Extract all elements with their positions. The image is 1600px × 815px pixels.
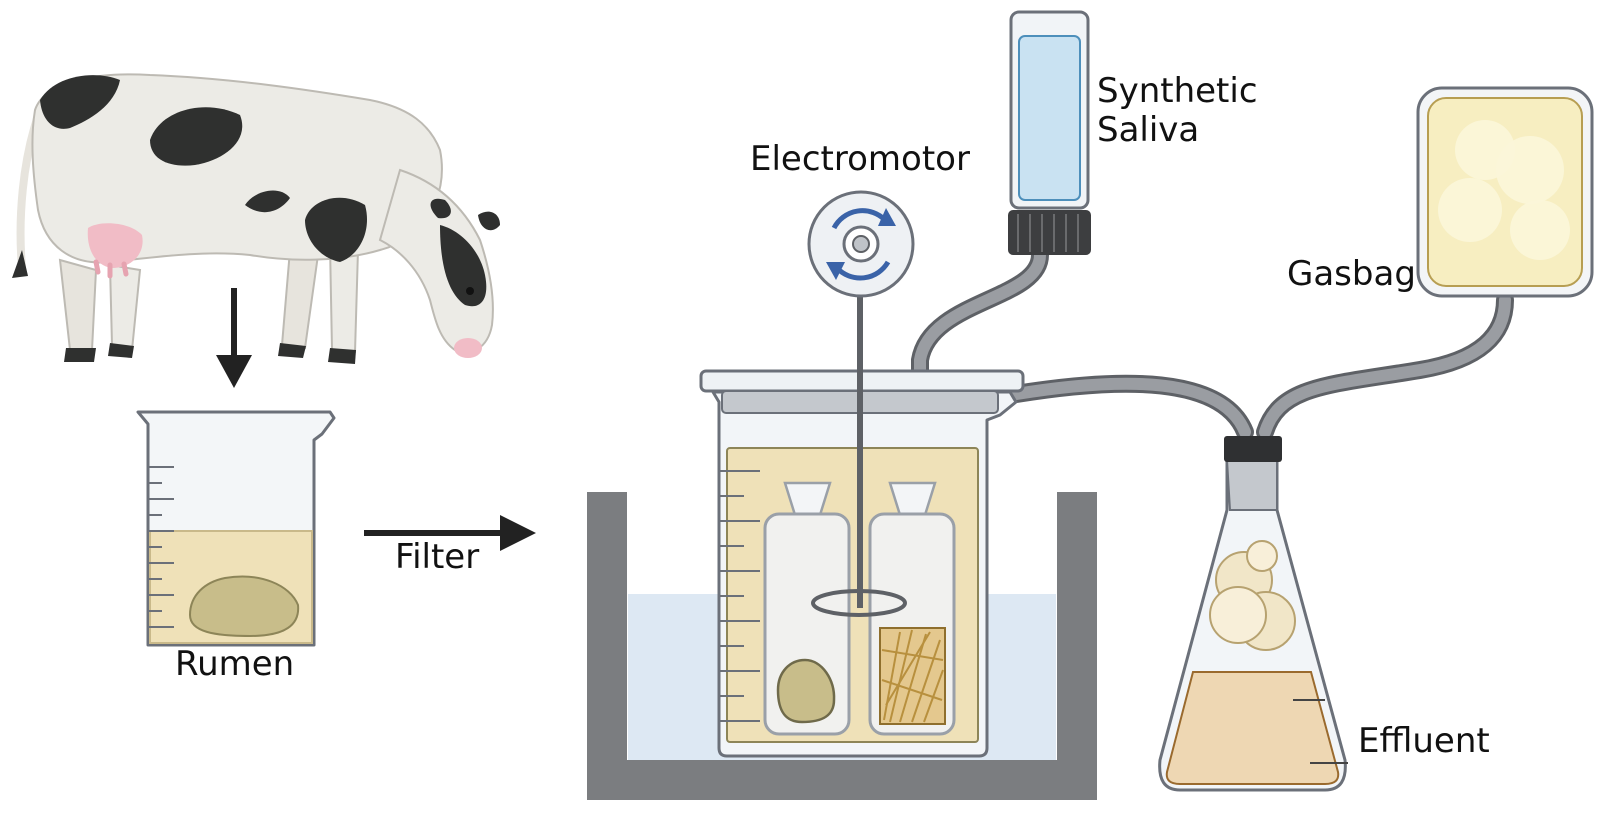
stirrer-ring [811,589,907,617]
tubing [911,246,1514,441]
reaction-vessel [699,290,1025,758]
rumen-solid [188,575,300,638]
electromotor-icon [807,190,915,298]
effluent-label: Effluent [1358,721,1490,761]
filter-label: Filter [395,537,480,577]
feed-bag-forage [868,481,956,736]
cow-illustration [12,73,500,364]
gasbag-label: Gasbag [1287,254,1416,294]
flask-stopper [1224,436,1282,462]
effluent-liquid [1165,671,1340,785]
synthetic-saliva-line2: Saliva [1097,110,1200,151]
bottle-cap [1008,210,1091,255]
synthetic-saliva-line1: Synthetic [1097,71,1258,111]
rumen-beaker [136,410,336,647]
feed-bag-concentrate [763,481,851,736]
down-arrow-icon [216,288,252,388]
electromotor-label: Electromotor [750,139,970,179]
saliva-bottle [1008,10,1091,255]
gasbag [1416,86,1594,298]
synthetic-saliva-label: Synthetic Saliva [1097,71,1258,151]
right-arrow-icon [364,515,536,551]
rumen-label: Rumen [175,644,295,684]
effluent-flask [1158,436,1348,792]
